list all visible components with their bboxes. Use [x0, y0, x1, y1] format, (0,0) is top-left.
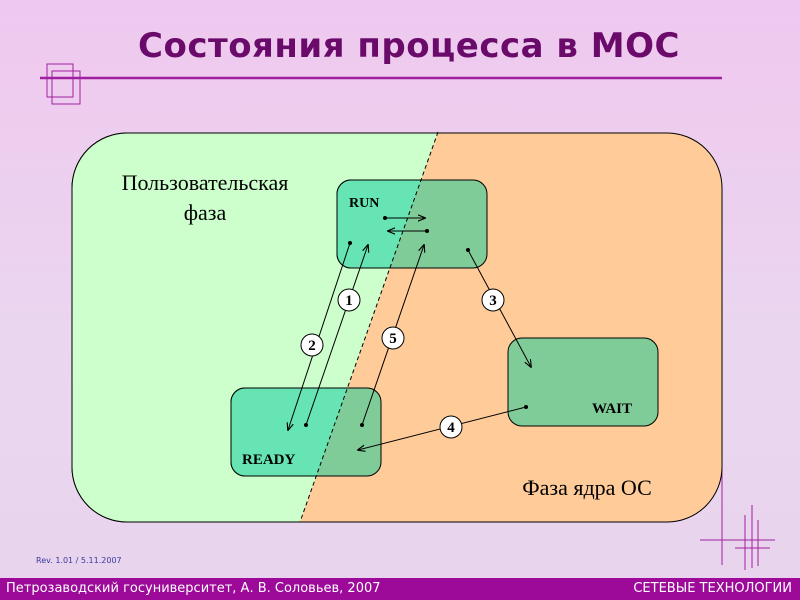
svg-text:1: 1: [345, 293, 353, 309]
state-run-label: RUN: [349, 196, 379, 211]
transition-label-2: 2: [300, 333, 324, 357]
state-run: [336, 179, 488, 269]
state-wait-label: WAIT: [592, 401, 632, 417]
corner-decoration: [700, 465, 775, 570]
kernel-phase-label: Фаза ядра ОС: [522, 475, 652, 500]
svg-text:2: 2: [308, 338, 316, 354]
user-phase-label-2: фаза: [184, 200, 227, 225]
user-phase-label: Пользовательская: [122, 170, 289, 195]
transition-label-3: 3: [481, 288, 505, 312]
svg-text:4: 4: [447, 420, 455, 436]
svg-text:3: 3: [489, 293, 497, 309]
revision-label: Rev. 1.01 / 5.11.2007: [36, 556, 122, 565]
title-decoration: [40, 63, 722, 105]
transition-label-1: 1: [337, 288, 361, 312]
footer-bar: Петрозаводский госуниверситет, А. В. Сол…: [0, 578, 800, 600]
footer-course: СЕТЕВЫЕ ТЕХНОЛОГИИ: [633, 581, 792, 596]
state-ready-label: READY: [242, 452, 296, 468]
svg-text:5: 5: [389, 331, 397, 347]
footer-credits: Петрозаводский госуниверситет, А. В. Сол…: [6, 581, 381, 596]
state-wait: [507, 337, 659, 427]
transition-label-5: 5: [381, 326, 405, 350]
transition-label-4: 4: [439, 415, 463, 439]
slide-title: Состояния процесса в МОС: [138, 26, 680, 66]
